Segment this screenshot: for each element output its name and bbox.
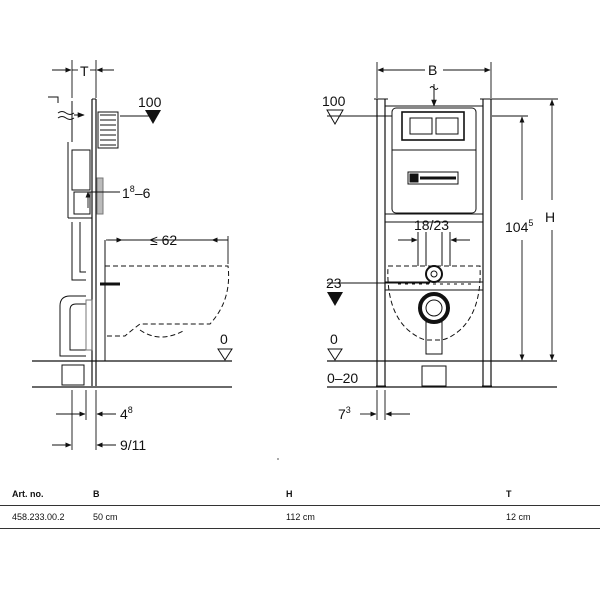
label-0-20: 0–20 [327,370,358,386]
specification-table: Art. no. B H T 458.233.00.2 50 cm 112 cm… [0,484,600,529]
label-7: 73 [338,405,351,422]
label-104: 1045 [505,218,533,235]
label-0-left: 0 [220,331,228,347]
label-1-6: 18–6 [122,184,151,201]
table-row: 458.233.00.2 50 cm 112 cm 12 cm [0,505,600,529]
label-100-right: 100 [322,93,346,109]
label-18-23: 18/23 [414,217,449,233]
label-h: H [545,209,555,225]
side-dimension-lines [52,60,229,450]
table-header-row: Art. no. B H T [0,484,600,506]
cell-b: 50 cm [93,505,286,529]
level-23-marker-filled [327,292,343,306]
label-0-right: 0 [330,331,338,347]
level-0-marker-right [327,348,343,361]
cell-t: 12 cm [506,505,600,529]
label-9-11: 9/11 [120,437,146,453]
side-view [32,96,232,388]
header-h: H [286,484,506,506]
front-dimension-lines [327,62,558,420]
header-b: B [93,484,286,506]
level-100-marker-filled [145,110,161,124]
label-62: ≤ 62 [150,232,177,248]
level-0-marker-left [217,348,233,361]
label-4: 48 [120,405,133,422]
label-23: 23 [326,275,342,291]
label-100-left: 100 [138,94,162,110]
header-t: T [506,484,600,506]
technical-drawing: T 100 18–6 ≤ 62 0 48 9/11 [32,60,558,460]
cell-h: 112 cm [286,505,506,529]
header-art-no: Art. no. [0,484,93,506]
front-view [327,84,557,388]
cell-art-no: 458.233.00.2 [0,505,93,529]
label-t: T [80,63,89,79]
level-100-marker-open [326,109,344,126]
label-b: B [428,62,437,78]
